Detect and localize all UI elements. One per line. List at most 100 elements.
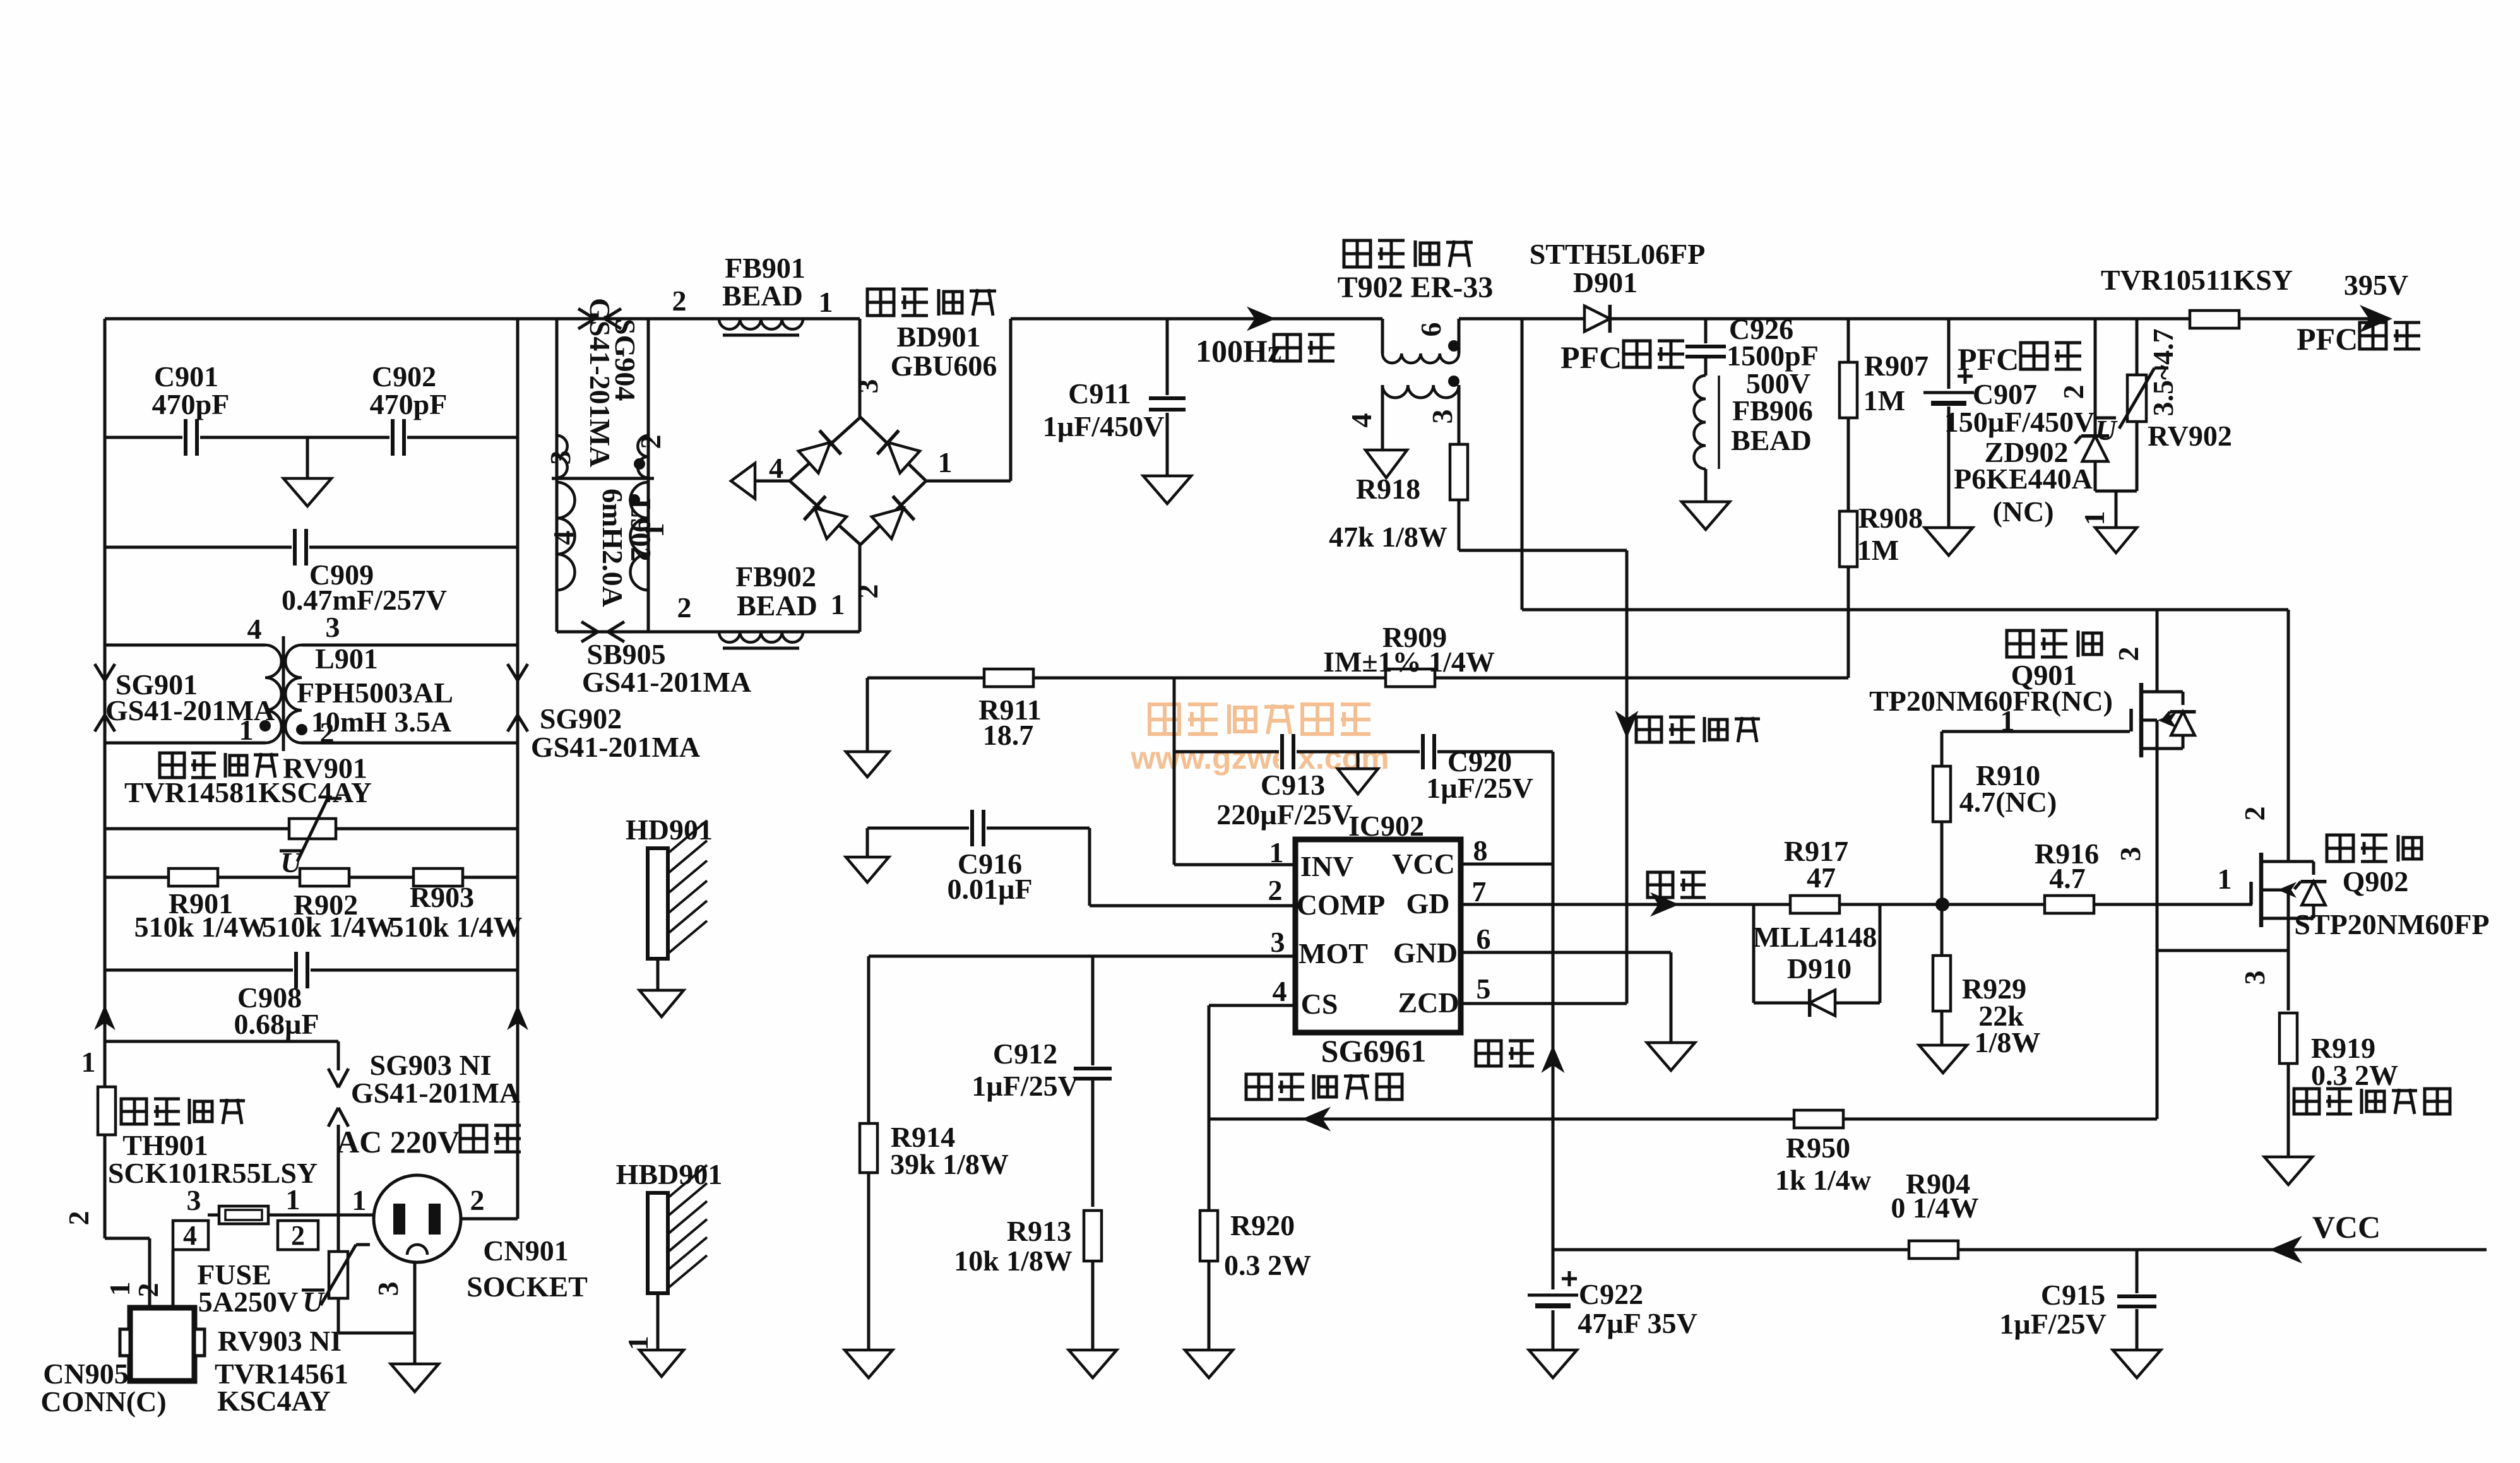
svg-text:R950: R950	[1786, 1132, 1850, 1164]
svg-text:GBU606: GBU606	[891, 350, 997, 382]
svg-text:PFC: PFC	[1958, 341, 2019, 377]
svg-text:C913: C913	[1261, 769, 1325, 801]
svg-text:1: 1	[638, 523, 670, 538]
svg-text:VCC: VCC	[1392, 848, 1455, 880]
svg-text:1: 1	[938, 446, 953, 478]
svg-text:FB901: FB901	[725, 252, 805, 284]
svg-text:R907: R907	[1864, 350, 1929, 382]
svg-text:3: 3	[187, 1184, 201, 1216]
svg-text:HBD901: HBD901	[616, 1158, 723, 1190]
svg-text:C911: C911	[1068, 377, 1131, 410]
svg-text:1: 1	[239, 714, 254, 746]
svg-text:1: 1	[622, 1336, 654, 1351]
svg-text:SG903 NI: SG903 NI	[370, 1049, 492, 1081]
svg-text:R908: R908	[1858, 502, 1923, 534]
svg-text:SG902: SG902	[540, 702, 622, 735]
svg-text:1: 1	[831, 588, 845, 620]
svg-text:Q902: Q902	[2343, 865, 2409, 897]
svg-text:CN905: CN905	[43, 1358, 128, 1390]
svg-text:4: 4	[247, 613, 262, 645]
svg-text:18.7: 18.7	[983, 719, 1034, 751]
svg-text:D901: D901	[1573, 266, 1637, 299]
svg-text:R917: R917	[1784, 835, 1848, 867]
svg-text:C902: C902	[372, 360, 436, 393]
svg-text:SB905: SB905	[586, 638, 665, 670]
svg-text:2: 2	[2238, 807, 2271, 821]
svg-text:C915: C915	[2041, 1279, 2105, 1311]
svg-text:R910: R910	[1976, 759, 2040, 791]
svg-text:C926: C926	[1729, 313, 1793, 345]
svg-text:1: 1	[2218, 863, 2232, 895]
svg-text:510k 1/4W: 510k 1/4W	[389, 911, 523, 943]
svg-text:RV903 NI: RV903 NI	[218, 1325, 342, 1357]
svg-text:2: 2	[672, 285, 687, 317]
svg-text:C901: C901	[154, 360, 218, 393]
svg-text:CN901: CN901	[483, 1235, 568, 1267]
svg-text:1: 1	[104, 1282, 136, 1296]
svg-text:BEAD: BEAD	[737, 589, 817, 622]
svg-text:CS: CS	[1301, 988, 1338, 1020]
svg-text:10mH 3.5A: 10mH 3.5A	[311, 706, 451, 738]
svg-text:HD901: HD901	[626, 814, 713, 846]
svg-text:Q901: Q901	[2011, 659, 2077, 691]
svg-text:1M: 1M	[1863, 384, 1905, 417]
svg-text:BEAD: BEAD	[722, 280, 803, 312]
svg-text:4: 4	[547, 531, 579, 545]
svg-text:6: 6	[1415, 323, 1447, 337]
svg-text:FB902: FB902	[735, 560, 816, 593]
svg-text:C912: C912	[993, 1038, 1057, 1070]
svg-text:R914: R914	[891, 1121, 955, 1153]
svg-text:395V: 395V	[2344, 269, 2408, 301]
svg-text:MLL4148: MLL4148	[1753, 921, 1877, 953]
svg-text:1: 1	[1269, 836, 1284, 868]
svg-text:D910: D910	[1787, 952, 1851, 985]
svg-text:3.5~4.7: 3.5~4.7	[2147, 329, 2179, 417]
svg-text:220µF/25V: 220µF/25V	[1216, 798, 1353, 831]
svg-text:10k 1/8W: 10k 1/8W	[954, 1245, 1073, 1277]
svg-text:R909: R909	[1382, 621, 1447, 653]
svg-text:RV902: RV902	[2148, 420, 2232, 452]
svg-text:IM±1% 1/4W: IM±1% 1/4W	[1323, 646, 1495, 678]
svg-text:COMP: COMP	[1297, 889, 1386, 921]
svg-text:0.3 2W: 0.3 2W	[1224, 1249, 1311, 1281]
svg-text:5A250V: 5A250V	[198, 1286, 298, 1318]
svg-text:GS41-201MA: GS41-201MA	[351, 1077, 520, 1109]
svg-text:4: 4	[769, 452, 783, 484]
svg-text:3: 3	[1426, 410, 1458, 424]
svg-text:2: 2	[1268, 874, 1283, 906]
svg-text:3: 3	[372, 1282, 404, 1296]
svg-text:STTH5L06FP: STTH5L06FP	[1530, 238, 1706, 270]
svg-text:39k 1/8W: 39k 1/8W	[890, 1148, 1009, 1180]
svg-text:3: 3	[2238, 971, 2271, 985]
svg-text:2: 2	[2057, 385, 2089, 400]
svg-text:2: 2	[634, 435, 667, 449]
svg-text:L902: L902	[625, 499, 657, 562]
svg-text:4: 4	[183, 1220, 197, 1251]
svg-text:4.7(NC): 4.7(NC)	[1959, 786, 2057, 818]
svg-text:R902: R902	[294, 889, 358, 921]
svg-text:1: 1	[819, 286, 833, 318]
svg-text:SOCKET: SOCKET	[467, 1270, 588, 1303]
svg-text:CONN(C): CONN(C)	[40, 1385, 166, 1418]
svg-text:2: 2	[320, 716, 335, 749]
svg-text:SCK101R55LSY: SCK101R55LSY	[108, 1157, 318, 1189]
svg-text:INV: INV	[1300, 850, 1353, 882]
svg-text:GD: GD	[1406, 887, 1450, 920]
svg-text:2: 2	[62, 1211, 95, 1226]
svg-text:2: 2	[852, 584, 884, 599]
svg-text:470pF: 470pF	[152, 388, 230, 420]
svg-text:1µF/25V: 1µF/25V	[972, 1070, 1079, 1102]
svg-text:7: 7	[1472, 875, 1487, 908]
svg-text:47µF 35V: 47µF 35V	[1578, 1307, 1697, 1339]
svg-text:150µF/450V: 150µF/450V	[1944, 406, 2095, 438]
svg-text:1: 1	[2000, 704, 2015, 737]
svg-text:C922: C922	[1579, 1278, 1643, 1310]
svg-text:FUSE: FUSE	[197, 1259, 271, 1291]
svg-text:BD901: BD901	[897, 321, 981, 353]
svg-text:470pF: 470pF	[370, 388, 448, 420]
svg-text:6mH2.0A: 6mH2.0A	[597, 489, 629, 607]
svg-text:P6KE440A: P6KE440A	[1954, 463, 2093, 495]
svg-text:1µF/25V: 1µF/25V	[1426, 772, 1533, 804]
svg-text:6: 6	[1477, 923, 1491, 955]
svg-text:GS41-201MA: GS41-201MA	[105, 694, 275, 726]
